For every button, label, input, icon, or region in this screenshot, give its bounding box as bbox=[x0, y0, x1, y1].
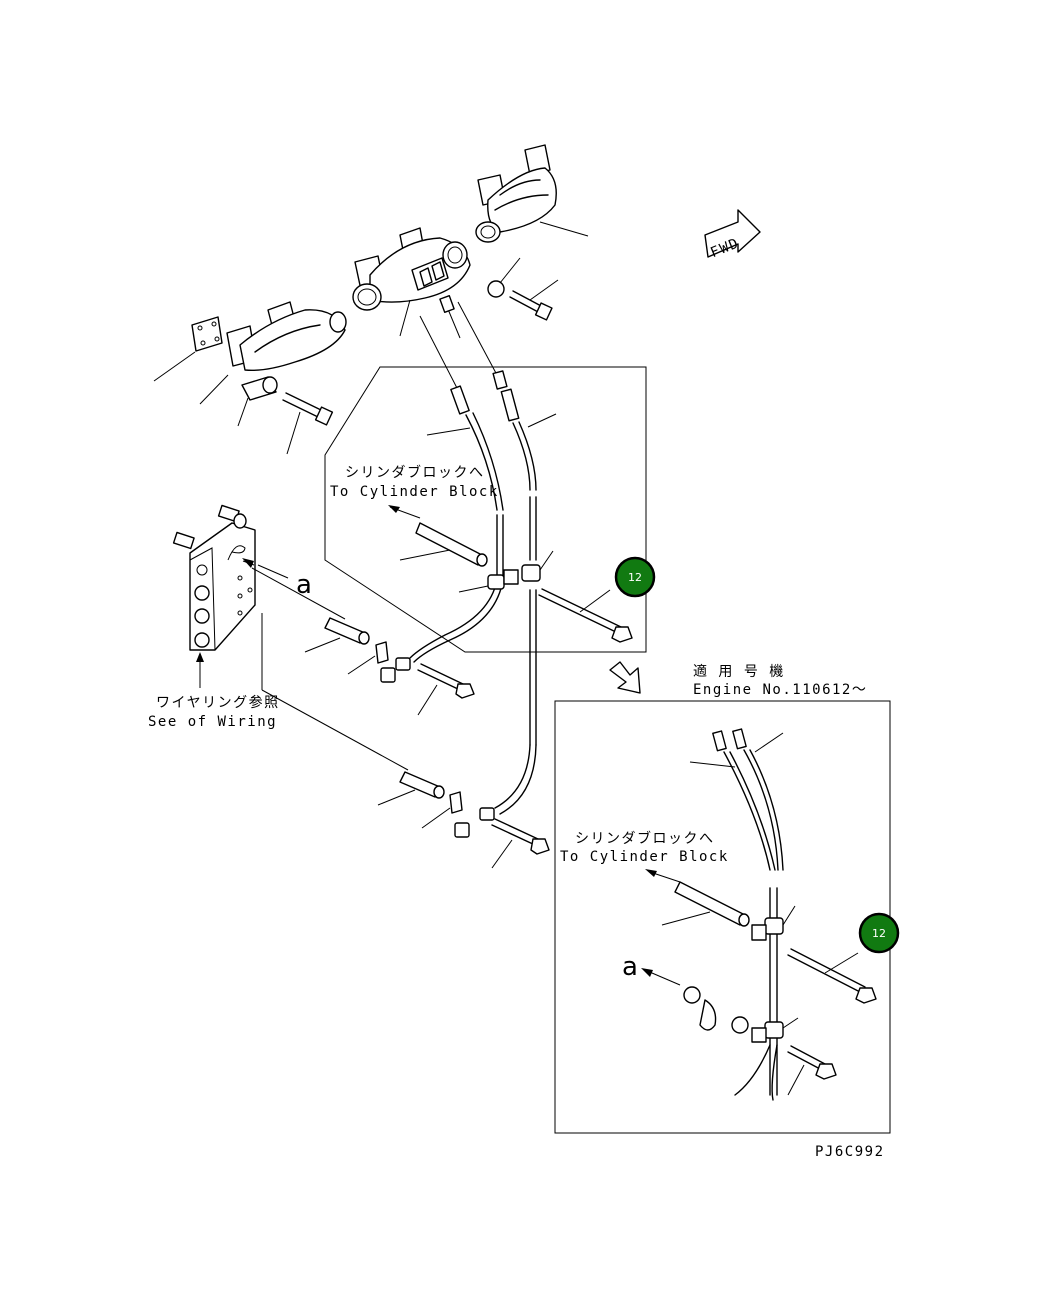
spacer-lower-bracket bbox=[377, 771, 445, 806]
forward-direction-arrow: FWD bbox=[704, 209, 761, 261]
see-wiring-label-jp: ワイヤリング参照 bbox=[156, 694, 280, 711]
bolt-left bbox=[282, 392, 334, 455]
sensor-tube-right bbox=[492, 370, 557, 561]
inset-long-bolt bbox=[787, 948, 877, 1004]
callout-number: 12 bbox=[872, 927, 886, 940]
inset-clamp-lower bbox=[751, 1017, 799, 1043]
to-cylinder-label-inset-jp: シリンダブロックへ bbox=[575, 830, 715, 847]
inset-cylinder-arrow bbox=[645, 869, 681, 883]
callout-number: 12 bbox=[628, 571, 642, 584]
connector-upper bbox=[347, 641, 411, 683]
spacer-collar-left bbox=[237, 376, 278, 427]
view-a-label-inset: a bbox=[622, 952, 638, 982]
bolt-lower-connector bbox=[491, 818, 550, 869]
leader-lines-bracket bbox=[251, 567, 409, 771]
sensor-tube-left bbox=[409, 295, 504, 663]
bolt-upper-connector bbox=[417, 663, 475, 716]
inset-clamp-upper bbox=[751, 905, 796, 941]
see-wiring-label-en: See of Wiring bbox=[148, 714, 277, 730]
clamp-left bbox=[458, 569, 519, 593]
inset-pointer-arrow bbox=[609, 661, 641, 694]
callout-12-main[interactable]: 12 bbox=[614, 556, 656, 598]
connector-lower bbox=[421, 791, 495, 838]
nut-center bbox=[487, 257, 521, 298]
inset-bolt-lower bbox=[787, 1045, 837, 1096]
wiring-pointer bbox=[196, 652, 204, 688]
to-cylinder-label-jp: シリンダブロックへ bbox=[345, 464, 485, 481]
drawing-code: PJ6C992 bbox=[815, 1144, 885, 1160]
spacer-main bbox=[399, 522, 488, 567]
applicable-label-jp: 適 用 号 機 bbox=[693, 663, 785, 680]
spacer-upper-bracket bbox=[304, 617, 370, 653]
clamp-right bbox=[521, 550, 554, 582]
to-cylinder-label-en: To Cylinder Block bbox=[330, 484, 499, 500]
long-bolt-main bbox=[538, 588, 633, 643]
inset-spacer bbox=[661, 881, 750, 927]
inset-connector-parts bbox=[683, 986, 749, 1034]
mounting-bracket bbox=[172, 504, 256, 651]
callout-12-inset[interactable]: 12 bbox=[858, 912, 900, 954]
exhaust-manifold-rear bbox=[475, 144, 589, 243]
exhaust-manifold-center bbox=[352, 227, 471, 337]
detail-frame-main bbox=[324, 366, 647, 653]
gasket bbox=[153, 316, 223, 382]
view-a-label-main: a bbox=[296, 570, 312, 600]
long-tube-lower bbox=[494, 589, 537, 815]
exhaust-manifold-front bbox=[199, 301, 347, 405]
view-a-marker-main: a bbox=[242, 558, 312, 600]
engine-number-label: Engine No.110612～ bbox=[693, 682, 867, 698]
to-cylinder-label-inset-en: To Cylinder Block bbox=[560, 849, 729, 865]
cylinder-arrow bbox=[388, 505, 421, 519]
bolt-center bbox=[509, 279, 559, 321]
view-a-marker-inset: a bbox=[622, 952, 681, 986]
